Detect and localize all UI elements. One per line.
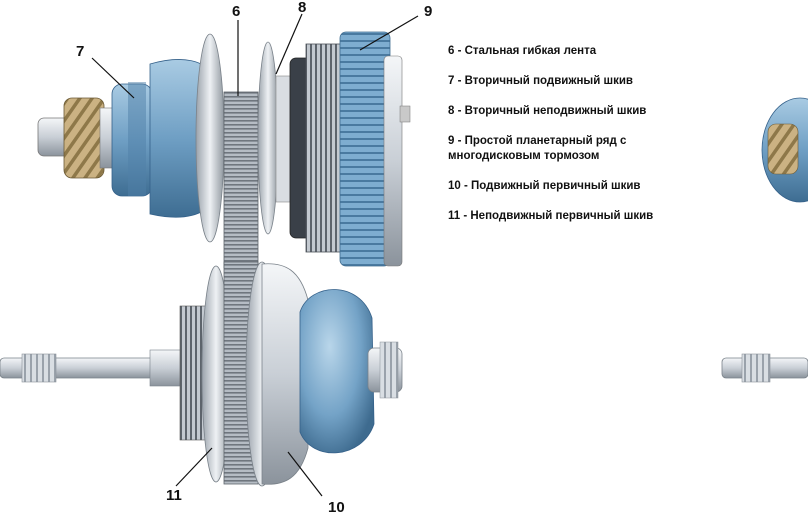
callout-6: 6 bbox=[232, 3, 240, 20]
leader-line-8 bbox=[275, 13, 303, 75]
legend-item-9: 9 - Простой планетарный ряд с многодиско… bbox=[448, 135, 627, 162]
legend-item-11: 11 - Неподвижный первичный шкив bbox=[448, 210, 654, 222]
helical-gear bbox=[63, 97, 105, 179]
callout-11: 11 bbox=[166, 487, 182, 504]
leader-line-9 bbox=[359, 15, 419, 51]
primary-movable-pulley-body bbox=[261, 263, 309, 485]
legend-item-10: 10 - Подвижный первичный шкив bbox=[448, 180, 641, 192]
callout-7: 7 bbox=[76, 43, 84, 60]
legend-item-8: 8 - Вторичный неподвижный шкив bbox=[448, 105, 647, 117]
cropped-duplicate-view bbox=[721, 97, 808, 383]
legend-item-6: 6 - Стальная гибкая лента bbox=[448, 45, 597, 57]
input-shaft-splines bbox=[21, 353, 57, 383]
secondary-assembly bbox=[37, 31, 411, 269]
belt-upper bbox=[223, 91, 259, 269]
secondary-fixed-pulley bbox=[257, 41, 279, 235]
leader-line-11 bbox=[175, 447, 213, 487]
leader-line-7 bbox=[91, 57, 135, 99]
callout-10: 10 bbox=[328, 499, 345, 516]
leader-lines bbox=[91, 13, 419, 497]
primary-assembly bbox=[0, 261, 403, 487]
leader-line-10 bbox=[287, 451, 323, 497]
legend-item-7: 7 - Вторичный подвижный шкив bbox=[448, 75, 633, 87]
multi-disc-brake bbox=[305, 43, 347, 253]
secondary-movable-pulley-disc bbox=[195, 33, 225, 243]
callout-9: 9 bbox=[424, 3, 432, 20]
legend: 6 - Стальная гибкая лента 7 - Вторичный … bbox=[448, 44, 748, 239]
planetary-carrier-plate bbox=[383, 55, 403, 267]
primary-piston-dome bbox=[299, 289, 375, 454]
callout-8: 8 bbox=[298, 0, 306, 16]
planetary-ring-gear bbox=[339, 31, 391, 267]
